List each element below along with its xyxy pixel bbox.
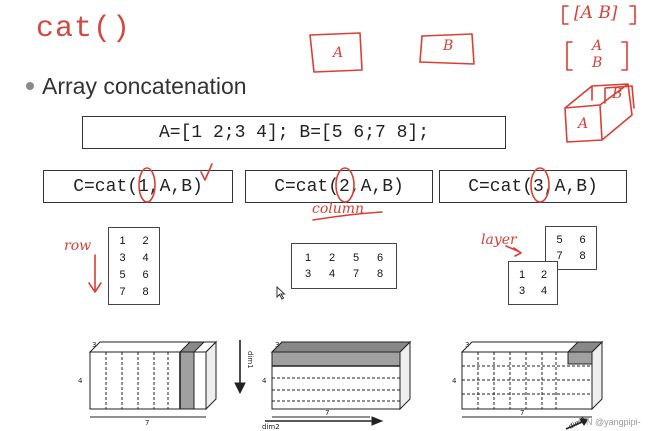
matrix-cell: 4 — [142, 251, 149, 264]
matrix-cell: 7 — [119, 285, 126, 298]
matrix-cell: 1 — [304, 252, 312, 264]
circle-dim3 — [530, 167, 550, 203]
matrix-cell: 1 — [518, 269, 526, 281]
dim3-label: dim3 — [567, 416, 586, 431]
matrix-cell: 8 — [579, 250, 586, 262]
matrix-cell: 2 — [142, 234, 149, 247]
matrix-cell: 3 — [518, 285, 526, 297]
matrix-cell: 4 — [328, 268, 336, 280]
code-example-1-text: C=cat(1,A,B) — [73, 176, 203, 197]
matrix-cell: 8 — [142, 285, 149, 298]
matrix-cell: 5 — [119, 268, 126, 281]
dim2-label: dim2 — [262, 423, 280, 431]
sketch-label-cube-b: B — [612, 86, 623, 102]
matrix-cell: 2 — [540, 269, 548, 281]
dim1-label: dim1 — [246, 351, 254, 369]
dim-label-7: 7 — [325, 409, 329, 417]
sketch-label-col-a: A — [592, 38, 603, 54]
matrix-cell: 8 — [376, 268, 384, 280]
matrix-cell: 3 — [304, 268, 312, 280]
word-layer: layer — [481, 232, 517, 248]
dim-label-4: 4 — [452, 377, 457, 385]
sketch-bracket-col — [566, 41, 628, 71]
matrix-cell: 1 — [119, 234, 126, 247]
block-dim2 — [265, 340, 412, 426]
sketch-label-cube-a: A — [578, 116, 589, 132]
dim-label-7: 7 — [520, 409, 524, 417]
matrix-vertical: 1 2 3 4 5 6 7 8 — [108, 227, 160, 305]
circle-dim2 — [335, 167, 355, 203]
cursor-icon — [276, 286, 286, 300]
sketch-label-col-b: B — [592, 55, 603, 71]
matrix-cell: 5 — [352, 252, 360, 264]
code-example-3-text: C=cat(3,A,B) — [468, 176, 598, 197]
block-dim1 — [88, 340, 246, 418]
sketch-bracket-row — [562, 5, 636, 25]
matrix-cell: 5 — [556, 234, 563, 246]
matrix-cell: 6 — [376, 252, 384, 264]
matrix-cell: 7 — [352, 268, 360, 280]
block-dim3 — [460, 340, 604, 430]
sketch-cube — [564, 83, 633, 143]
matrix-cell: 6 — [142, 268, 149, 281]
row-arrow — [88, 254, 102, 293]
dim-label-4: 4 — [78, 377, 83, 385]
matrix-cell: 6 — [579, 234, 586, 246]
matrix-cell: 3 — [119, 251, 126, 264]
code-example-2-text: C=cat(2,A,B) — [274, 176, 404, 197]
dim-label-7: 7 — [145, 419, 149, 427]
matrix-cell: 7 — [556, 250, 563, 262]
dim-label-3: 3 — [275, 341, 279, 349]
bullet-dot — [26, 82, 34, 90]
watermark: N @yangpipi- — [586, 417, 641, 427]
code-example-1: C=cat(1,A,B) — [43, 170, 233, 203]
code-example-3: C=cat(3,A,B) — [439, 170, 627, 203]
sketch-label-b: B — [443, 38, 454, 54]
dim-label-4: 4 — [262, 377, 267, 385]
block-diagrams: 3 4 7 dim1 3 4 7 dim2 — [78, 340, 604, 431]
word-column: column — [312, 201, 365, 217]
word-row: row — [64, 238, 92, 254]
dim-label-3: 3 — [465, 341, 469, 349]
matrix-layer-front: 1 2 3 4 — [508, 261, 558, 305]
slide-title: cat() — [36, 12, 132, 46]
dim-label-3: 3 — [92, 341, 96, 349]
code-definition-text: A=[1 2;3 4]; B=[5 6;7 8]; — [158, 122, 430, 143]
bullet-text: Array concatenation — [42, 73, 247, 99]
circle-dim1 — [138, 167, 156, 203]
matrix-cell: 2 — [328, 252, 336, 264]
sketch-box-a — [309, 32, 363, 73]
sketch-label-row: [A B] — [574, 3, 618, 23]
sketch-box-b — [419, 33, 475, 65]
code-definition: A=[1 2;3 4]; B=[5 6;7 8]; — [82, 116, 506, 149]
layer-arrow — [505, 245, 522, 257]
matrix-horizontal: 1 2 5 6 3 4 7 8 — [291, 243, 397, 289]
matrix-cell: 4 — [540, 285, 548, 297]
sketch-label-a: A — [333, 45, 344, 61]
